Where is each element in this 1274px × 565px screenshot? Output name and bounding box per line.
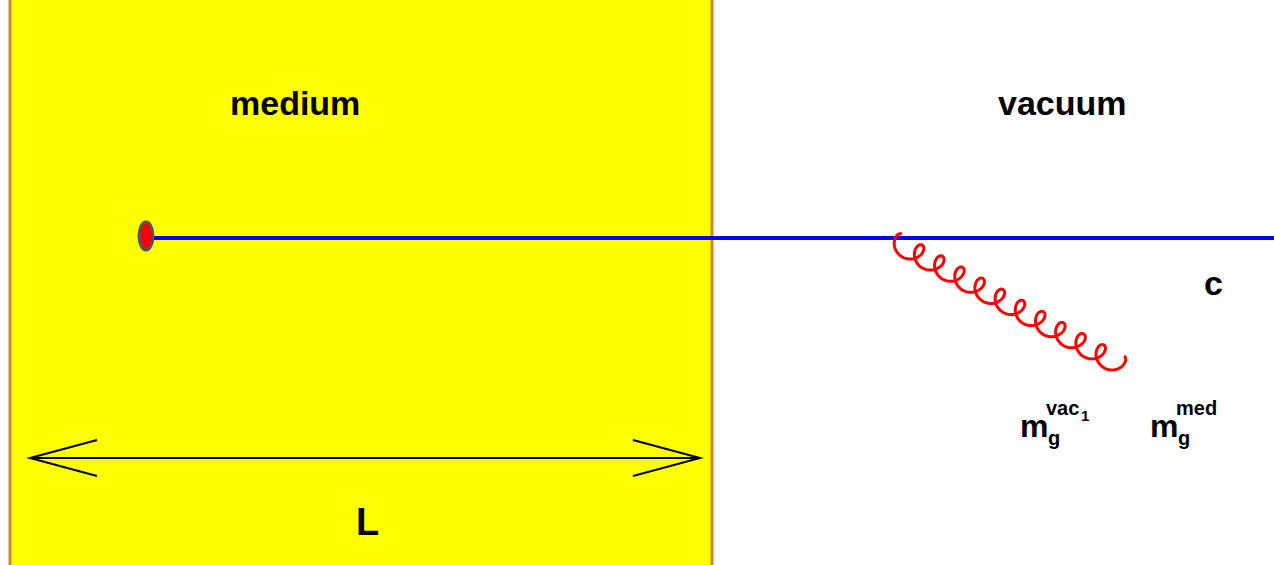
medium-boundary xyxy=(711,0,714,565)
medium-fill xyxy=(10,0,712,565)
mass-symbol: m xyxy=(1150,410,1178,442)
particle-label: c xyxy=(1204,266,1223,300)
superscript: med xyxy=(1176,398,1217,418)
mass-symbol: m xyxy=(1020,410,1048,442)
subscript: g xyxy=(1048,428,1060,448)
region-label: vacuum xyxy=(998,86,1127,120)
subscript: 1 xyxy=(1081,408,1089,423)
production-point xyxy=(139,222,153,250)
superscript: vac xyxy=(1046,398,1079,418)
dimension-label: L xyxy=(356,503,379,541)
medium-region: medium xyxy=(12,0,710,565)
quark-line xyxy=(150,236,1274,240)
subscript: g xyxy=(1178,428,1190,448)
length-arrow xyxy=(30,440,700,476)
gluon-spiral xyxy=(894,234,1125,370)
medium-boundary xyxy=(9,0,12,565)
region-label: medium xyxy=(230,86,360,120)
